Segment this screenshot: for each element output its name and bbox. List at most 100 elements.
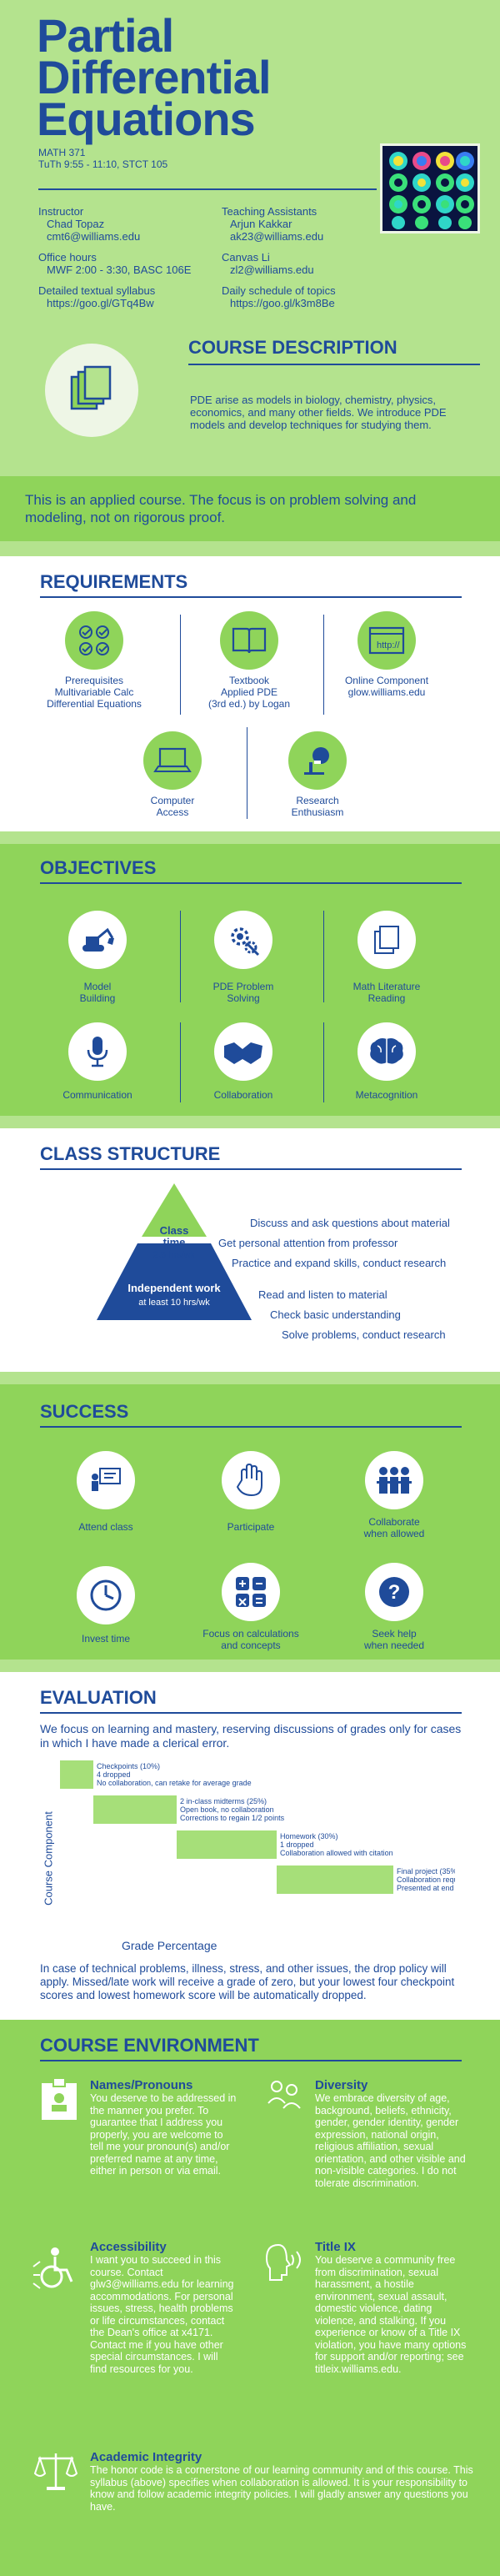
team-icon <box>365 1451 423 1509</box>
chart-bar-label-line: 2 in-class midterms (25%) <box>180 1797 268 1805</box>
schedule-label: Daily schedule of topics <box>222 284 336 297</box>
requirement-computer: Computer Access <box>106 795 239 818</box>
papers-icon <box>358 911 416 969</box>
obj-label-3b: Reading <box>368 992 406 1004</box>
indep-point-1: Read and listen to material <box>258 1288 388 1301</box>
success-focus: Focus on calculations and concepts <box>168 1628 334 1651</box>
syllabus-link[interactable]: https://goo.gl/GTq4Bw <box>47 297 154 309</box>
course-schedule: TuTh 9:55 - 11:10, STCT 105 <box>38 158 168 170</box>
description-divider <box>188 364 480 365</box>
course-description-heading: COURSE DESCRIPTION <box>188 337 398 358</box>
requirements-panel: REQUIREMENTS Prerequisites Multivariable… <box>0 556 500 831</box>
env-title-ix: Title IX You deserve a community free fr… <box>315 2240 473 2375</box>
chart-bar-label-2: 2 in-class midterms (25%)Open book, no c… <box>180 1797 455 1822</box>
microphone-icon <box>68 1022 127 1081</box>
chart-bar-1 <box>60 1760 93 1789</box>
brain-icon <box>358 1022 416 1081</box>
class-point-1: Discuss and ask questions about material <box>250 1217 450 1229</box>
requirement-research: Research Enthusiasm <box>251 795 384 818</box>
svg-text:http://: http:// <box>377 640 400 650</box>
title-line-3: Equations <box>37 93 256 145</box>
presentation-icon <box>77 1451 135 1509</box>
req-label-3: Online Component <box>344 675 429 686</box>
excavator-icon <box>68 911 127 969</box>
req-divider-1 <box>180 615 181 715</box>
checklist-icon <box>65 611 123 670</box>
evaluation-intro: We focus on learning and mastery, reserv… <box>40 1722 462 1750</box>
env-title-1: Names/Pronouns <box>90 2078 193 2092</box>
req-detail-4: Access <box>156 806 189 818</box>
class-structure-panel: CLASS STRUCTURE Class time 2.5 hrs/wk In… <box>0 1128 500 1372</box>
obj-label-2b: Solving <box>227 992 260 1004</box>
requirement-prerequisites: Prerequisites Multivariable Calc Differe… <box>28 675 161 710</box>
req-divider-2 <box>323 615 324 715</box>
req-detail-1a: Multivariable Calc <box>54 686 134 698</box>
env-academic-integrity: Academic Integrity The honor code is a c… <box>90 2450 473 2513</box>
env-body-1: You deserve to be addressed in the manne… <box>90 2092 237 2177</box>
chart-x-axis-label: Grade Percentage <box>122 1939 218 1952</box>
evaluation-panel: EVALUATION We focus on learning and mast… <box>0 1672 500 2020</box>
success-label-6a: Seek help <box>372 1628 417 1640</box>
obj-label-3a: Math Literature <box>352 981 421 992</box>
speaking-head-icon <box>263 2242 305 2285</box>
env-title-4: Title IX <box>315 2240 356 2254</box>
environment-heading: COURSE ENVIRONMENT <box>40 2035 259 2056</box>
objective-collaboration: Collaboration <box>213 1089 273 1101</box>
objective-literature-reading: Math Literature Reading <box>320 981 453 1004</box>
req-label-5: Research <box>296 795 339 806</box>
schedule-link[interactable]: https://goo.gl/k3m8Be <box>230 297 335 309</box>
req-detail-3[interactable]: glow.williams.edu <box>348 686 426 698</box>
evaluation-divider <box>40 1712 462 1714</box>
chart-bar-label-line: Corrections to regain 1/2 points <box>180 1814 285 1822</box>
success-label-3a: Collaborate <box>368 1516 420 1528</box>
raised-hand-icon <box>222 1451 280 1509</box>
ta2-email[interactable]: zl2@williams.edu <box>230 264 314 276</box>
obj-divider-2 <box>323 911 324 1002</box>
req-label-4: Computer <box>150 795 195 806</box>
instructor-email[interactable]: cmt6@williams.edu <box>47 230 141 243</box>
success-invest-time: Invest time <box>81 1633 131 1645</box>
environment-divider <box>40 2060 462 2061</box>
chart-bar-label-line: Homework (30%) <box>280 1832 338 1840</box>
structure-pyramid <box>97 1183 252 1320</box>
requirement-online: Online Component glow.williams.edu <box>320 675 453 698</box>
evaluation-outro: In case of technical problems, illness, … <box>40 1962 455 2001</box>
environment-panel: COURSE ENVIRONMENT Names/Pronouns You de… <box>0 2020 500 2576</box>
independent-work-hours: at least 10 hrs/wk <box>138 1298 210 1308</box>
success-participate: Participate <box>227 1521 275 1533</box>
env-body-4: You deserve a community free from discri… <box>315 2254 467 2375</box>
pde-visualization-image <box>380 143 480 233</box>
banner-text: This is an applied course. The focus is … <box>25 492 417 525</box>
class-point-2: Get personal attention from professor <box>218 1237 398 1249</box>
chart-bar-label-line: 4 dropped <box>97 1770 131 1779</box>
obj-label-1a: Model <box>83 981 112 992</box>
book-icon <box>220 611 278 670</box>
chart-bar-label-line: Collaboration required <box>397 1876 455 1884</box>
office-hours-time: MWF 2:00 - 3:30, BASC 106E <box>47 264 192 276</box>
applied-course-banner: This is an applied course. The focus is … <box>0 476 500 541</box>
indep-point-3: Solve problems, conduct research <box>282 1328 446 1341</box>
req-divider-3 <box>247 727 248 819</box>
browser-icon: http:// <box>358 611 416 670</box>
gears-icon <box>214 911 272 969</box>
success-label-5b: and concepts <box>221 1640 281 1651</box>
course-code: MATH 371 <box>38 147 86 158</box>
env-title-5: Academic Integrity <box>90 2450 202 2464</box>
req-label-1: Prerequisites <box>64 675 124 686</box>
chart-bar-label-line: Open book, no collaboration <box>180 1805 274 1814</box>
chart-bar-label-line: Final project (35%) <box>397 1867 455 1876</box>
chart-bar-label-line: 1 dropped <box>280 1840 314 1849</box>
scales-icon <box>33 2450 78 2493</box>
title-line-1: Partial <box>37 9 174 62</box>
chart-bar-label-line: Checkpoints (10%) <box>97 1762 161 1770</box>
documents-icon <box>45 344 138 437</box>
success-attend-class: Attend class <box>78 1521 133 1533</box>
objective-pde-problem-solving: PDE Problem Solving <box>177 981 310 1004</box>
ta1-email[interactable]: ak23@williams.edu <box>230 230 324 243</box>
chart-bar-4 <box>277 1865 393 1894</box>
instructor-name: Chad Topaz <box>47 218 105 230</box>
req-label-2: Textbook <box>228 675 270 686</box>
instructor-info: Instructor Chad Topaz cmt6@williams.edu … <box>38 205 230 309</box>
accessibility-icon <box>30 2245 82 2292</box>
